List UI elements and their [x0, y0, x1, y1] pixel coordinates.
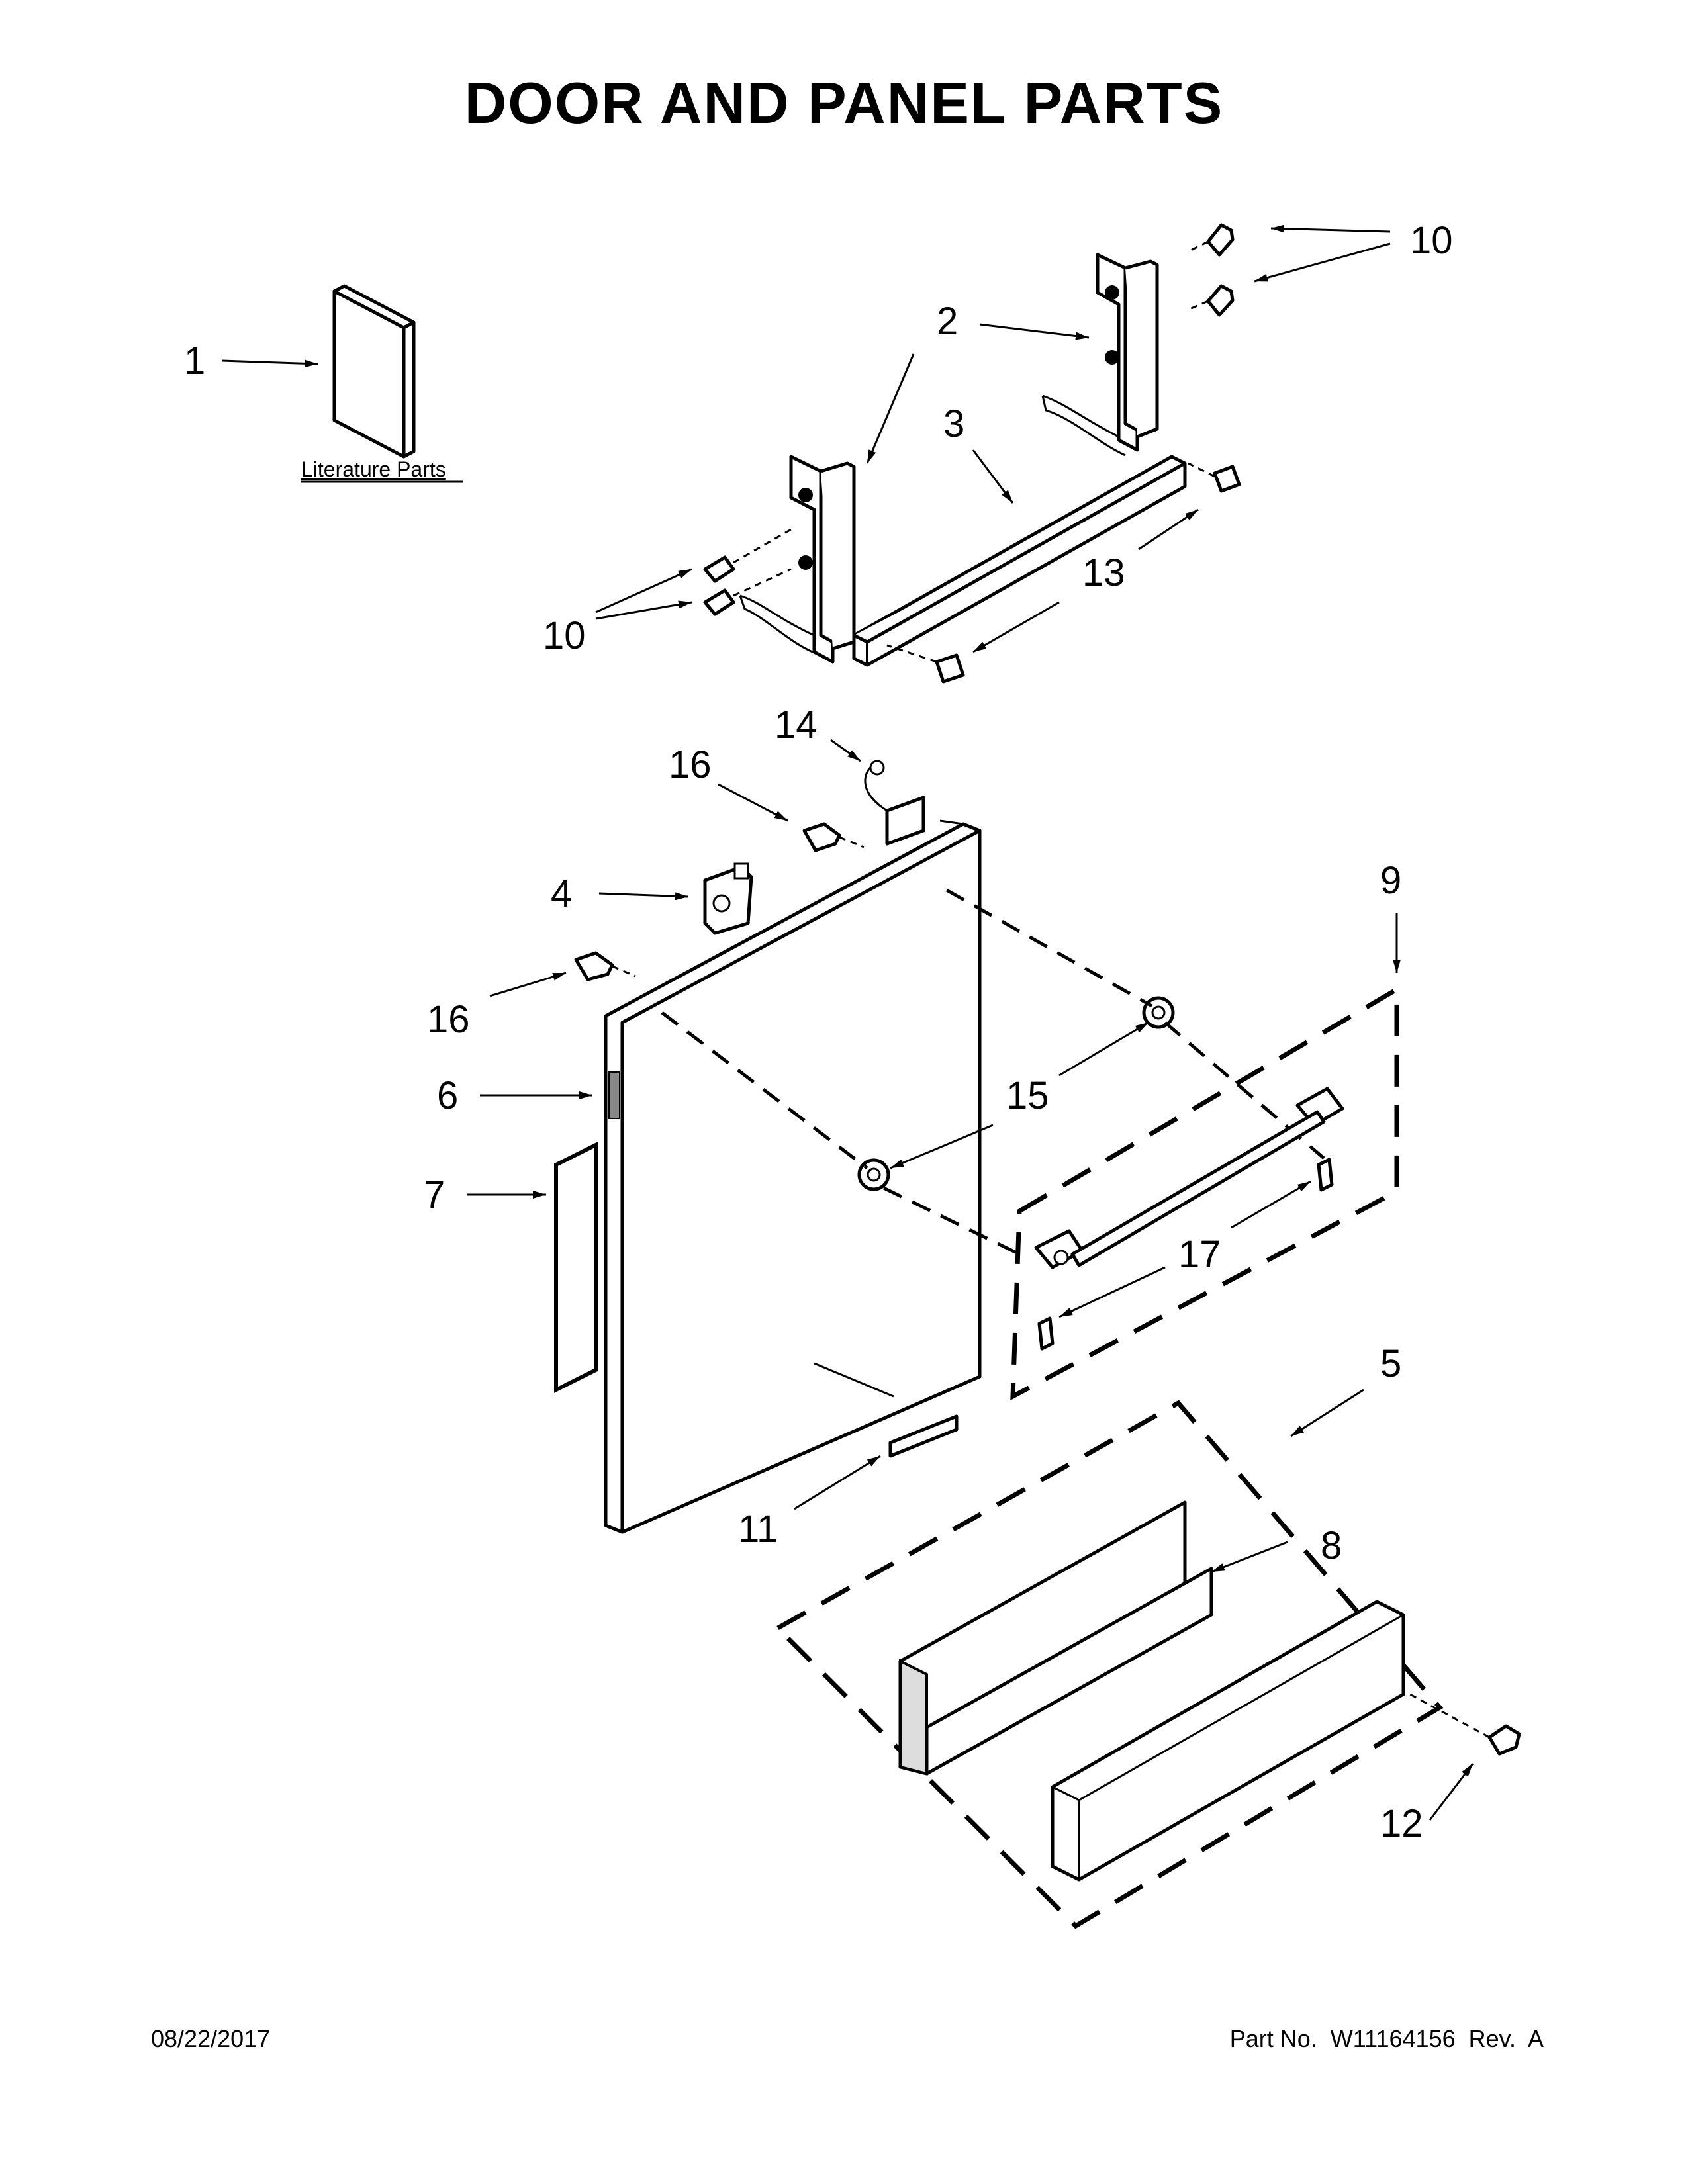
toe-panel: [1051, 1600, 1405, 1882]
callout-1: 1: [184, 340, 205, 383]
support-rail: [852, 455, 1187, 667]
callout-3: 3: [943, 402, 964, 445]
callout-16-left: 16: [427, 998, 470, 1041]
callout-15: 15: [1006, 1074, 1049, 1117]
mounting-bracket-right: [1041, 253, 1159, 457]
callout-14: 14: [774, 704, 818, 747]
callout-6: 6: [437, 1074, 458, 1117]
screw-12: [1409, 1693, 1521, 1756]
leader-lines: [221, 224, 1474, 1821]
handle-axis-right: [945, 888, 1153, 1008]
door-latch: [703, 862, 753, 935]
screw-16-top: [802, 822, 865, 852]
callout-13: 13: [1082, 551, 1125, 594]
literature-booklet: [301, 284, 463, 483]
screw-10-bottom-a: [703, 528, 792, 583]
callout-16-top: 16: [669, 743, 712, 786]
callout-7: 7: [424, 1173, 445, 1216]
callout-12: 12: [1380, 1802, 1423, 1845]
screw-10-bottom-b: [703, 568, 792, 616]
door-handle: [1034, 1087, 1344, 1351]
callout-8: 8: [1321, 1524, 1342, 1567]
callout-10-bottom: 10: [543, 614, 586, 657]
latch-strike: [864, 760, 925, 846]
mounting-bracket-left: [739, 455, 856, 664]
handle-kit-outline: [1010, 985, 1399, 1400]
screw-16-left: [574, 951, 636, 981]
literature-parts-label: Literature Parts: [301, 457, 446, 481]
page-title: DOOR AND PANEL PARTS: [464, 70, 1224, 136]
callout-17: 17: [1178, 1233, 1221, 1276]
screw-10-top-b: [1188, 284, 1235, 317]
door-panel: [604, 819, 982, 1534]
toe-panel-kit-outline: [774, 1400, 1444, 1929]
footer-part-number: Part No. W11164156 Rev. A: [1229, 2025, 1544, 2052]
door-gasket: [554, 1142, 598, 1393]
callout-9: 9: [1380, 859, 1401, 902]
handle-axis-right-ext: [1164, 1021, 1325, 1160]
screw-13-right: [1188, 462, 1241, 493]
callout-10-top: 10: [1410, 219, 1453, 262]
callout-4: 4: [551, 872, 572, 915]
nameplate-badge: [814, 1362, 959, 1458]
handle-mount-left: [857, 1158, 890, 1191]
handle-axis-left-ext: [882, 1186, 1021, 1256]
handle-axis-left: [661, 1011, 868, 1169]
screw-13-left: [886, 644, 965, 684]
screw-10-top-a: [1188, 223, 1235, 257]
callout-2: 2: [937, 300, 958, 343]
callout-11: 11: [738, 1508, 778, 1551]
kick-plate: [898, 1500, 1213, 1776]
footer-date: 08/22/2017: [151, 2025, 271, 2052]
callout-5: 5: [1380, 1342, 1401, 1385]
